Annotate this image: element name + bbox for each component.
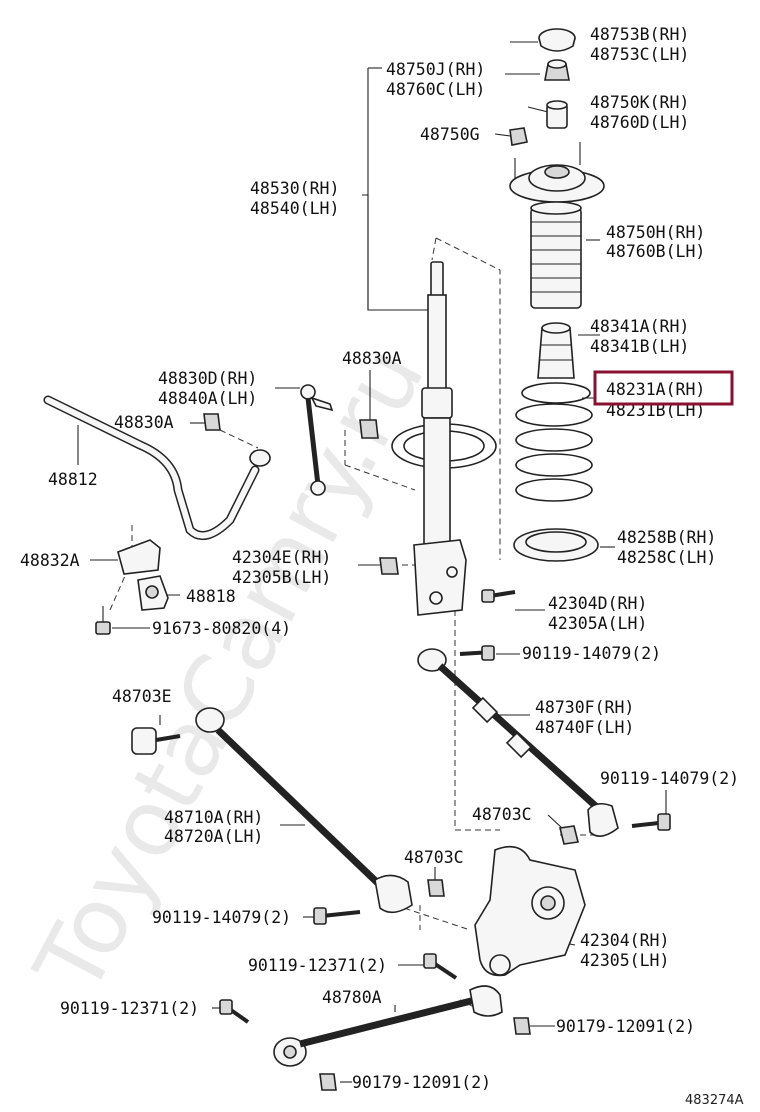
label-48231b[interactable]: 48231B(LH)	[606, 401, 705, 420]
label-48540[interactable]: 48540(LH)	[250, 199, 339, 218]
dust-cap	[538, 28, 576, 52]
label-90179-a[interactable]: 90179-12091(2)	[556, 1017, 695, 1036]
coil-spring	[515, 382, 593, 502]
label-48830a-top[interactable]: 48830A	[342, 349, 402, 368]
label-48760c[interactable]: 48760C(LH)	[386, 80, 485, 99]
label-90119-e[interactable]: 90119-12371(2)	[60, 999, 199, 1018]
bolt-90119-a	[459, 645, 495, 661]
label-48530[interactable]: 48530(RH)	[250, 179, 339, 198]
label-48750j[interactable]: 48750J(RH)	[386, 60, 485, 79]
label-48720a[interactable]: 48720A(LH)	[164, 827, 263, 846]
bolt-90119-d	[423, 953, 458, 980]
label-48710a[interactable]: 48710A(RH)	[164, 808, 263, 827]
strut-mount	[509, 142, 605, 203]
label-48760b[interactable]: 48760B(LH)	[606, 242, 705, 261]
label-48740f[interactable]: 48740F(LH)	[535, 718, 634, 737]
label-48750k[interactable]: 48750K(RH)	[590, 93, 689, 112]
nut-90179-a	[513, 1017, 531, 1035]
label-48703c-b[interactable]: 48703C	[404, 848, 464, 867]
label-48760d[interactable]: 48760D(LH)	[590, 113, 689, 132]
label-48812[interactable]: 48812	[48, 470, 98, 489]
upper-bushing	[546, 100, 568, 129]
label-48753b[interactable]: 48753B(RH)	[590, 25, 689, 44]
leader-lines	[77, 41, 667, 1083]
bump-stop	[537, 322, 575, 379]
nut-90179-b	[319, 1073, 337, 1091]
label-91673[interactable]: 91673-80820(4)	[152, 619, 291, 638]
steering-knuckle	[474, 845, 586, 977]
label-48703c-a[interactable]: 48703C	[472, 805, 532, 824]
highlight-box	[595, 372, 732, 404]
label-42305a[interactable]: 42305A(LH)	[548, 614, 647, 633]
link-nut-left	[203, 413, 221, 431]
label-48753c[interactable]: 48753C(LH)	[590, 45, 689, 64]
spring-seat	[513, 528, 599, 562]
label-48830a-left[interactable]: 48830A	[114, 413, 174, 432]
stabilizer-link	[300, 384, 334, 496]
control-arm-48730f	[417, 648, 619, 837]
stabilizer-bracket	[117, 539, 161, 575]
strut-bolt-42304e	[379, 557, 399, 575]
bushing-48703e	[131, 727, 181, 755]
bolt-90119-e	[219, 999, 250, 1024]
stabilizer-bushing	[137, 575, 169, 611]
control-arm-48780a	[273, 985, 503, 1067]
strut-nut	[544, 59, 570, 81]
shock-absorber	[391, 261, 497, 616]
label-42304e[interactable]: 42304E(RH)	[232, 548, 331, 567]
label-48830d[interactable]: 48830D(RH)	[158, 369, 257, 388]
nut-48703c-left	[427, 879, 445, 897]
label-48780a[interactable]: 48780A	[322, 988, 382, 1007]
label-48341b[interactable]: 48341B(LH)	[590, 337, 689, 356]
label-42304[interactable]: 42304(RH)	[580, 931, 669, 950]
label-48832a[interactable]: 48832A	[20, 551, 80, 570]
label-48730f[interactable]: 48730F(RH)	[535, 698, 634, 717]
bolt-90119-c	[313, 907, 361, 925]
bracket-bolt	[95, 606, 111, 635]
bolt-90119-b	[631, 813, 671, 831]
nut-48703c-right	[559, 825, 579, 845]
label-90119-d[interactable]: 90119-12371(2)	[248, 956, 387, 975]
link-nut-top	[359, 419, 379, 439]
mount-nut	[509, 127, 528, 146]
label-42305[interactable]: 42305(LH)	[580, 951, 669, 970]
label-48750g[interactable]: 48750G	[420, 125, 480, 144]
stabilizer-bar	[43, 395, 271, 541]
label-48258c[interactable]: 48258C(LH)	[617, 548, 716, 567]
highlight-outline	[593, 370, 734, 406]
label-48258b[interactable]: 48258B(RH)	[617, 528, 716, 547]
strut-bolt-42304d	[481, 589, 516, 603]
bump-stop-boot	[530, 201, 582, 309]
label-48750h[interactable]: 48750H(RH)	[606, 223, 705, 242]
label-90119-c[interactable]: 90119-14079(2)	[152, 908, 291, 927]
label-48703e[interactable]: 48703E	[112, 687, 172, 706]
label-90119-b[interactable]: 90119-14079(2)	[600, 769, 739, 788]
label-48818[interactable]: 48818	[186, 587, 236, 606]
label-42304d[interactable]: 42304D(RH)	[548, 594, 647, 613]
label-90179-b[interactable]: 90179-12091(2)	[352, 1073, 491, 1092]
label-42305b[interactable]: 42305B(LH)	[232, 568, 331, 587]
part-labels: 48753B(RH) 48753C(LH) 48750J(RH) 48760C(…	[20, 25, 744, 1108]
label-90119-a[interactable]: 90119-14079(2)	[522, 644, 661, 663]
control-arm-48710a	[195, 707, 413, 914]
label-48341a[interactable]: 48341A(RH)	[590, 317, 689, 336]
label-48840a[interactable]: 48840A(LH)	[158, 389, 257, 408]
label-48231a[interactable]: 48231A(RH)	[606, 380, 705, 399]
figure-code: 483274A	[685, 1093, 744, 1108]
